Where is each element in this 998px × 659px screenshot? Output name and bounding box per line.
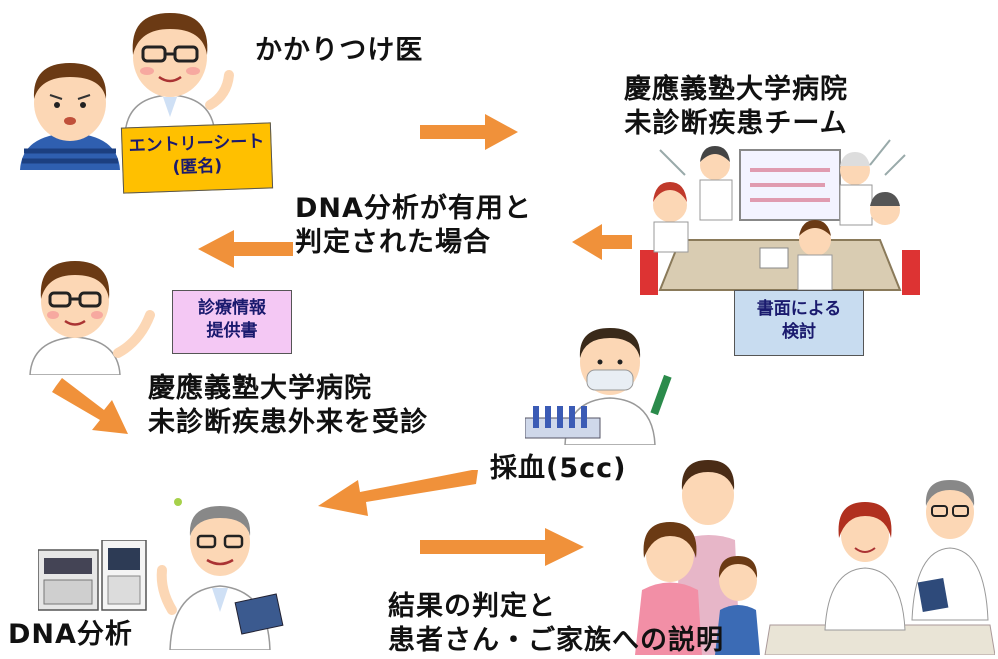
doctor-with-tablet-figure xyxy=(150,490,290,650)
blood-draw-label: 採血(5cc) xyxy=(490,453,627,484)
review-note-line-1: 書面による xyxy=(756,299,842,319)
review-note-line-2: 検討 xyxy=(782,321,816,342)
outpatient-label: 慶應義塾大学病院 未診断疾患外来を受診 xyxy=(148,372,428,440)
dna-sequencer-figure xyxy=(38,540,148,615)
arrow-left-3 xyxy=(318,470,478,516)
referral-letter-line-2: 提供書 xyxy=(206,320,258,341)
review-note: 書面による 検討 xyxy=(734,290,864,356)
team-meeting-figure xyxy=(640,130,920,300)
referral-letter-line-1: 診療情報 xyxy=(198,298,266,318)
outpatient-line-1: 慶應義塾大学病院 xyxy=(148,373,372,404)
dna-useful-line-1: DNA分析が有用と xyxy=(295,193,532,224)
dna-analysis-label: DNA分析 xyxy=(8,619,133,650)
family-doctor-figure xyxy=(105,5,235,135)
dna-useful-label: DNA分析が有用と 判定された場合 xyxy=(295,192,532,260)
family-doctor-figure-2 xyxy=(20,255,160,375)
patient-child-figure xyxy=(10,55,130,170)
result-label: 結果の判定と 患者さん・ご家族への説明 xyxy=(388,590,724,658)
family-consultation-figure xyxy=(630,440,995,655)
result-line-1: 結果の判定と xyxy=(388,591,556,622)
team-title-line-2: 未診断疾患チーム xyxy=(624,107,848,139)
arrow-down-right-1 xyxy=(52,378,128,434)
arrow-right-1 xyxy=(420,114,518,150)
entry-sheet-note: エントリーシート (匿名) xyxy=(120,122,274,194)
result-line-2: 患者さん・ご家族への説明 xyxy=(388,624,724,656)
outpatient-line-2: 未診断疾患外来を受診 xyxy=(148,406,428,438)
dna-useful-line-2: 判定された場合 xyxy=(295,226,491,258)
family-doctor-label: かかりつけ医 xyxy=(255,35,424,66)
arrow-right-2 xyxy=(420,528,584,566)
arrow-left-1 xyxy=(572,224,632,260)
referral-letter-note: 診療情報 提供書 xyxy=(172,290,292,354)
team-title-line-1: 慶應義塾大学病院 xyxy=(624,74,848,105)
lab-technician-figure xyxy=(525,320,685,445)
team-title: 慶應義塾大学病院 未診断疾患チーム xyxy=(586,73,886,141)
arrow-left-2 xyxy=(198,230,293,268)
